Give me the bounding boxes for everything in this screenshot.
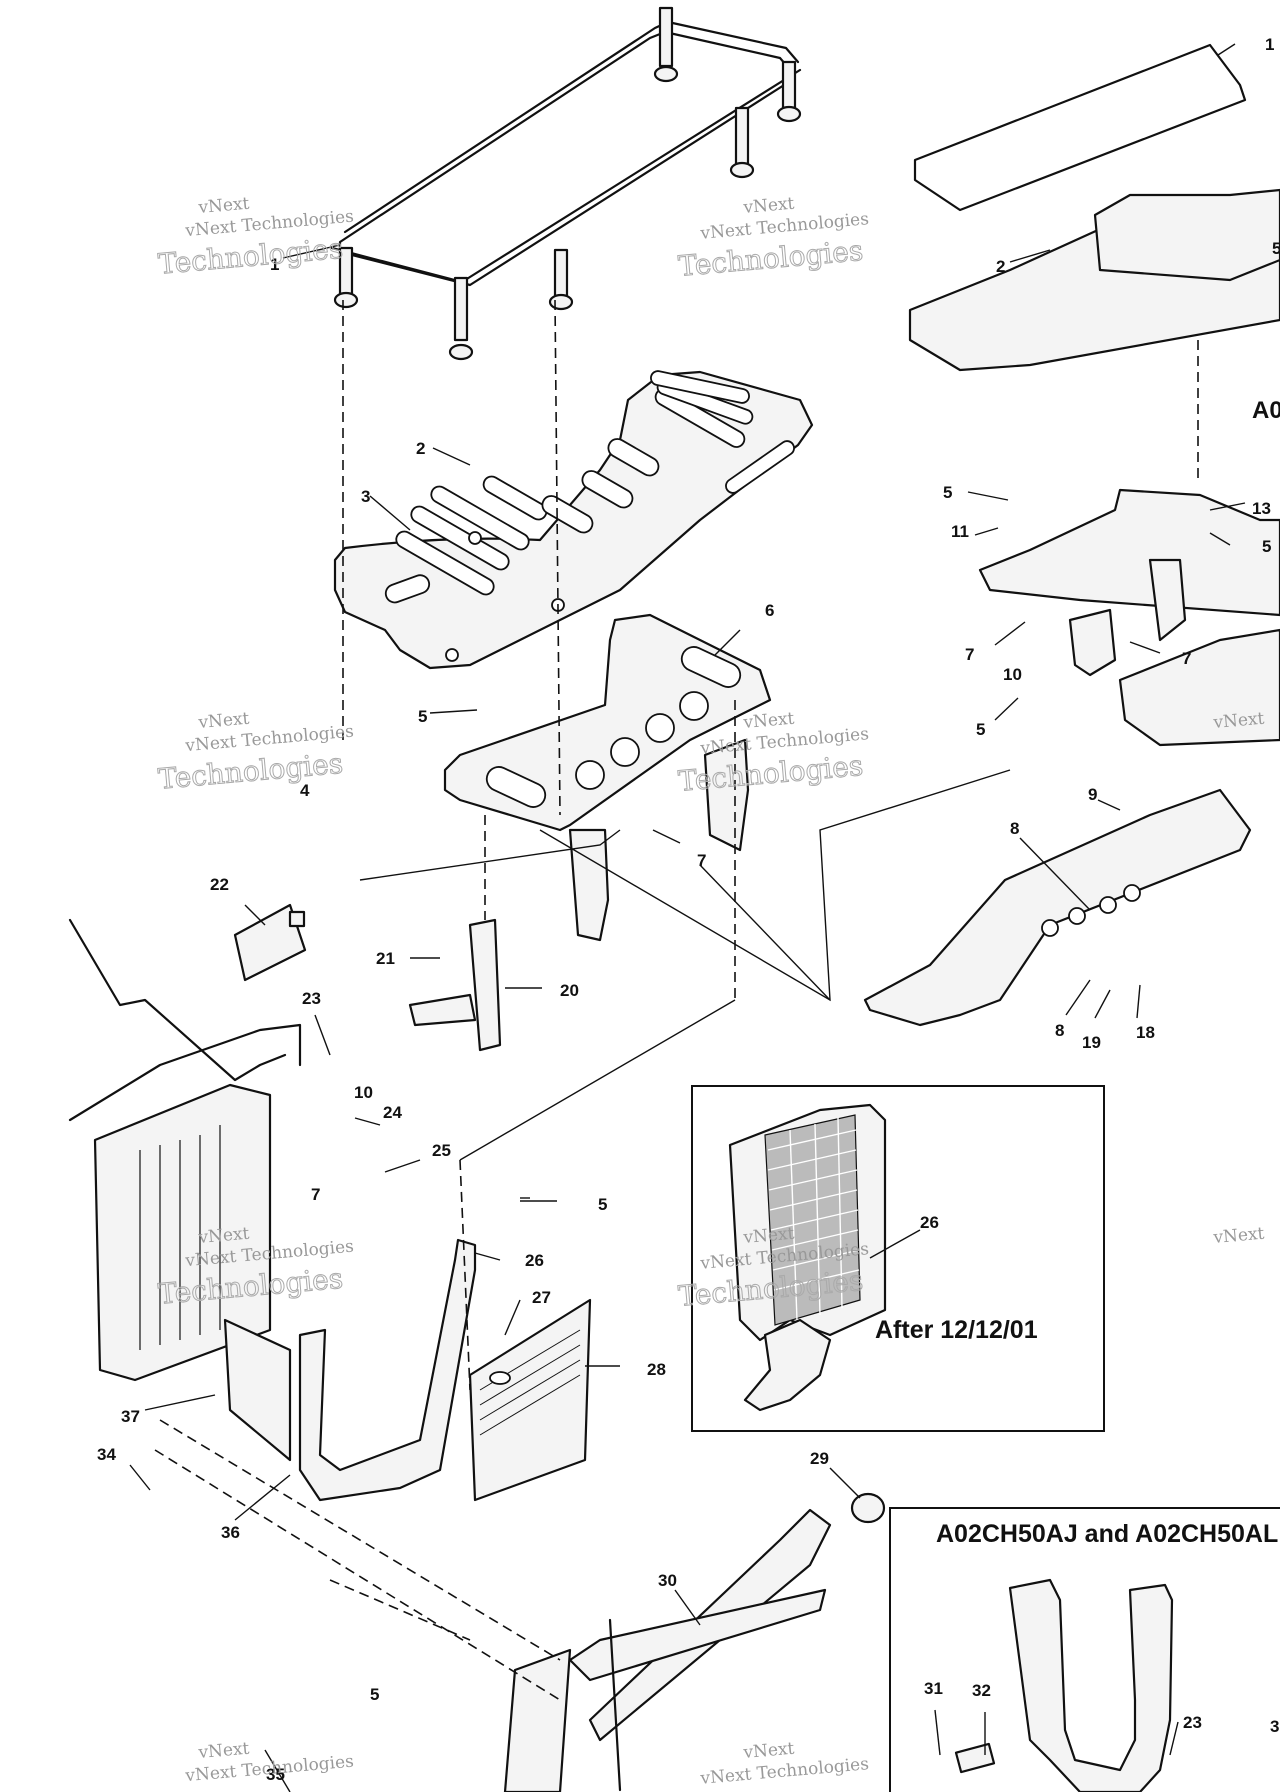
- callout-6: 6: [765, 601, 774, 620]
- leader-lines: [129, 43, 1246, 1792]
- callout-7: 7: [697, 851, 706, 870]
- watermark: vNext vNext Technologies: [184, 1739, 355, 1787]
- svg-text:vNext: vNext: [742, 1224, 796, 1248]
- callout-8: 8: [1010, 819, 1019, 838]
- callout-10: 10: [1003, 665, 1022, 684]
- callout-30: 30: [658, 1571, 677, 1590]
- callout-37: 37: [121, 1407, 140, 1426]
- callout-28: 28: [647, 1360, 666, 1379]
- callout-23: 23: [1183, 1713, 1202, 1732]
- callout-31: 31: [924, 1679, 943, 1698]
- callout-7: 7: [965, 645, 974, 664]
- front-bumper: [503, 1492, 886, 1792]
- vehicle-frame: [68, 918, 302, 1382]
- svg-text:vNext: vNext: [197, 1224, 251, 1248]
- callout-5: 5: [1262, 537, 1271, 556]
- inset-after-date: After 12/12/01: [691, 1085, 1105, 1432]
- watermark: vNext: [1212, 709, 1266, 733]
- inset-models: A02CH50AJ and A02CH50AL: [889, 1507, 1280, 1792]
- cropped-inset-label: A0: [1252, 397, 1280, 424]
- callout-9: 9: [1088, 785, 1097, 804]
- callout-2: 2: [416, 439, 425, 458]
- rear-rack-plate: [333, 370, 814, 670]
- svg-text:vNext: vNext: [1212, 709, 1266, 733]
- svg-text:vNext: vNext: [742, 709, 796, 733]
- svg-text:vNext: vNext: [742, 194, 796, 218]
- callout-34: 34: [97, 1445, 116, 1464]
- variant-rack: [908, 43, 1280, 747]
- callout-5: 5: [598, 1195, 607, 1214]
- watermark: vNext: [1212, 1224, 1266, 1248]
- callout-1: 1: [270, 255, 279, 274]
- tail-light: [233, 903, 307, 982]
- inset-caption-models: A02CH50AJ and A02CH50AL: [936, 1520, 1278, 1548]
- callout-20: 20: [560, 981, 579, 1000]
- callout-3: 3: [1270, 1717, 1279, 1736]
- watermark: vNext vNext Technologies Technologies: [156, 709, 354, 797]
- svg-text:Technologies: Technologies: [157, 747, 344, 796]
- callout-5: 5: [1272, 239, 1280, 258]
- callout-3: 3: [361, 487, 370, 506]
- callout-22: 22: [210, 875, 229, 894]
- watermark: vNext vNext Technologies Technologies: [156, 194, 354, 282]
- bracket-20: [408, 918, 502, 1052]
- callout-25: 25: [432, 1141, 451, 1160]
- callout-19: 19: [1082, 1033, 1101, 1052]
- callout-18: 18: [1136, 1023, 1155, 1042]
- callout-8: 8: [1055, 1021, 1064, 1040]
- assembly-lines: [154, 299, 1199, 1701]
- callout-21: 21: [376, 949, 395, 968]
- rack-support: [443, 613, 772, 942]
- svg-text:vNext: vNext: [1212, 1224, 1266, 1248]
- callout-13: 13: [1252, 499, 1271, 518]
- callout-24: 24: [383, 1103, 402, 1122]
- watermark: vNext vNext Technologies Technologies: [676, 194, 869, 284]
- callout-26: 26: [525, 1251, 544, 1270]
- inset-caption-date: After 12/12/01: [875, 1316, 1038, 1344]
- callout-26: 26: [920, 1213, 939, 1232]
- skid-plate-28: [468, 1298, 592, 1502]
- bracket-26: [298, 1238, 477, 1502]
- svg-text:Technologies: Technologies: [157, 232, 344, 281]
- callout-23: 23: [302, 989, 321, 1008]
- callout-11: 11: [951, 522, 969, 541]
- callout-2: 2: [996, 257, 1005, 276]
- watermark: vNext vNext Technologies: [699, 1739, 870, 1789]
- callout-numbers: 1 1 2 2 3 4 5 5 5 5 5 5 6 7 7 7 7 8 8 9 …: [97, 35, 1280, 1784]
- plate-37: [223, 1318, 292, 1462]
- rear-bumper: [863, 788, 1252, 1027]
- callout-32: 32: [972, 1681, 991, 1700]
- svg-text:vNext: vNext: [197, 194, 251, 218]
- callout-5: 5: [976, 720, 985, 739]
- callout-5: 5: [943, 483, 952, 502]
- svg-text:vNext: vNext: [742, 1739, 796, 1763]
- callout-5: 5: [370, 1685, 379, 1704]
- callout-4: 4: [300, 781, 310, 800]
- callout-29: 29: [810, 1449, 829, 1468]
- callout-27: 27: [532, 1288, 551, 1307]
- svg-text:vNext: vNext: [197, 1739, 251, 1763]
- callout-1: 1: [1265, 35, 1274, 54]
- callout-7: 7: [1182, 649, 1191, 668]
- callout-7: 7: [311, 1185, 320, 1204]
- svg-text:vNext: vNext: [197, 709, 251, 733]
- callout-36: 36: [221, 1523, 240, 1542]
- callout-10: 10: [354, 1083, 373, 1102]
- callout-35: 35: [266, 1765, 285, 1784]
- callout-5: 5: [418, 707, 427, 726]
- rear-rack-tube: [330, 6, 802, 361]
